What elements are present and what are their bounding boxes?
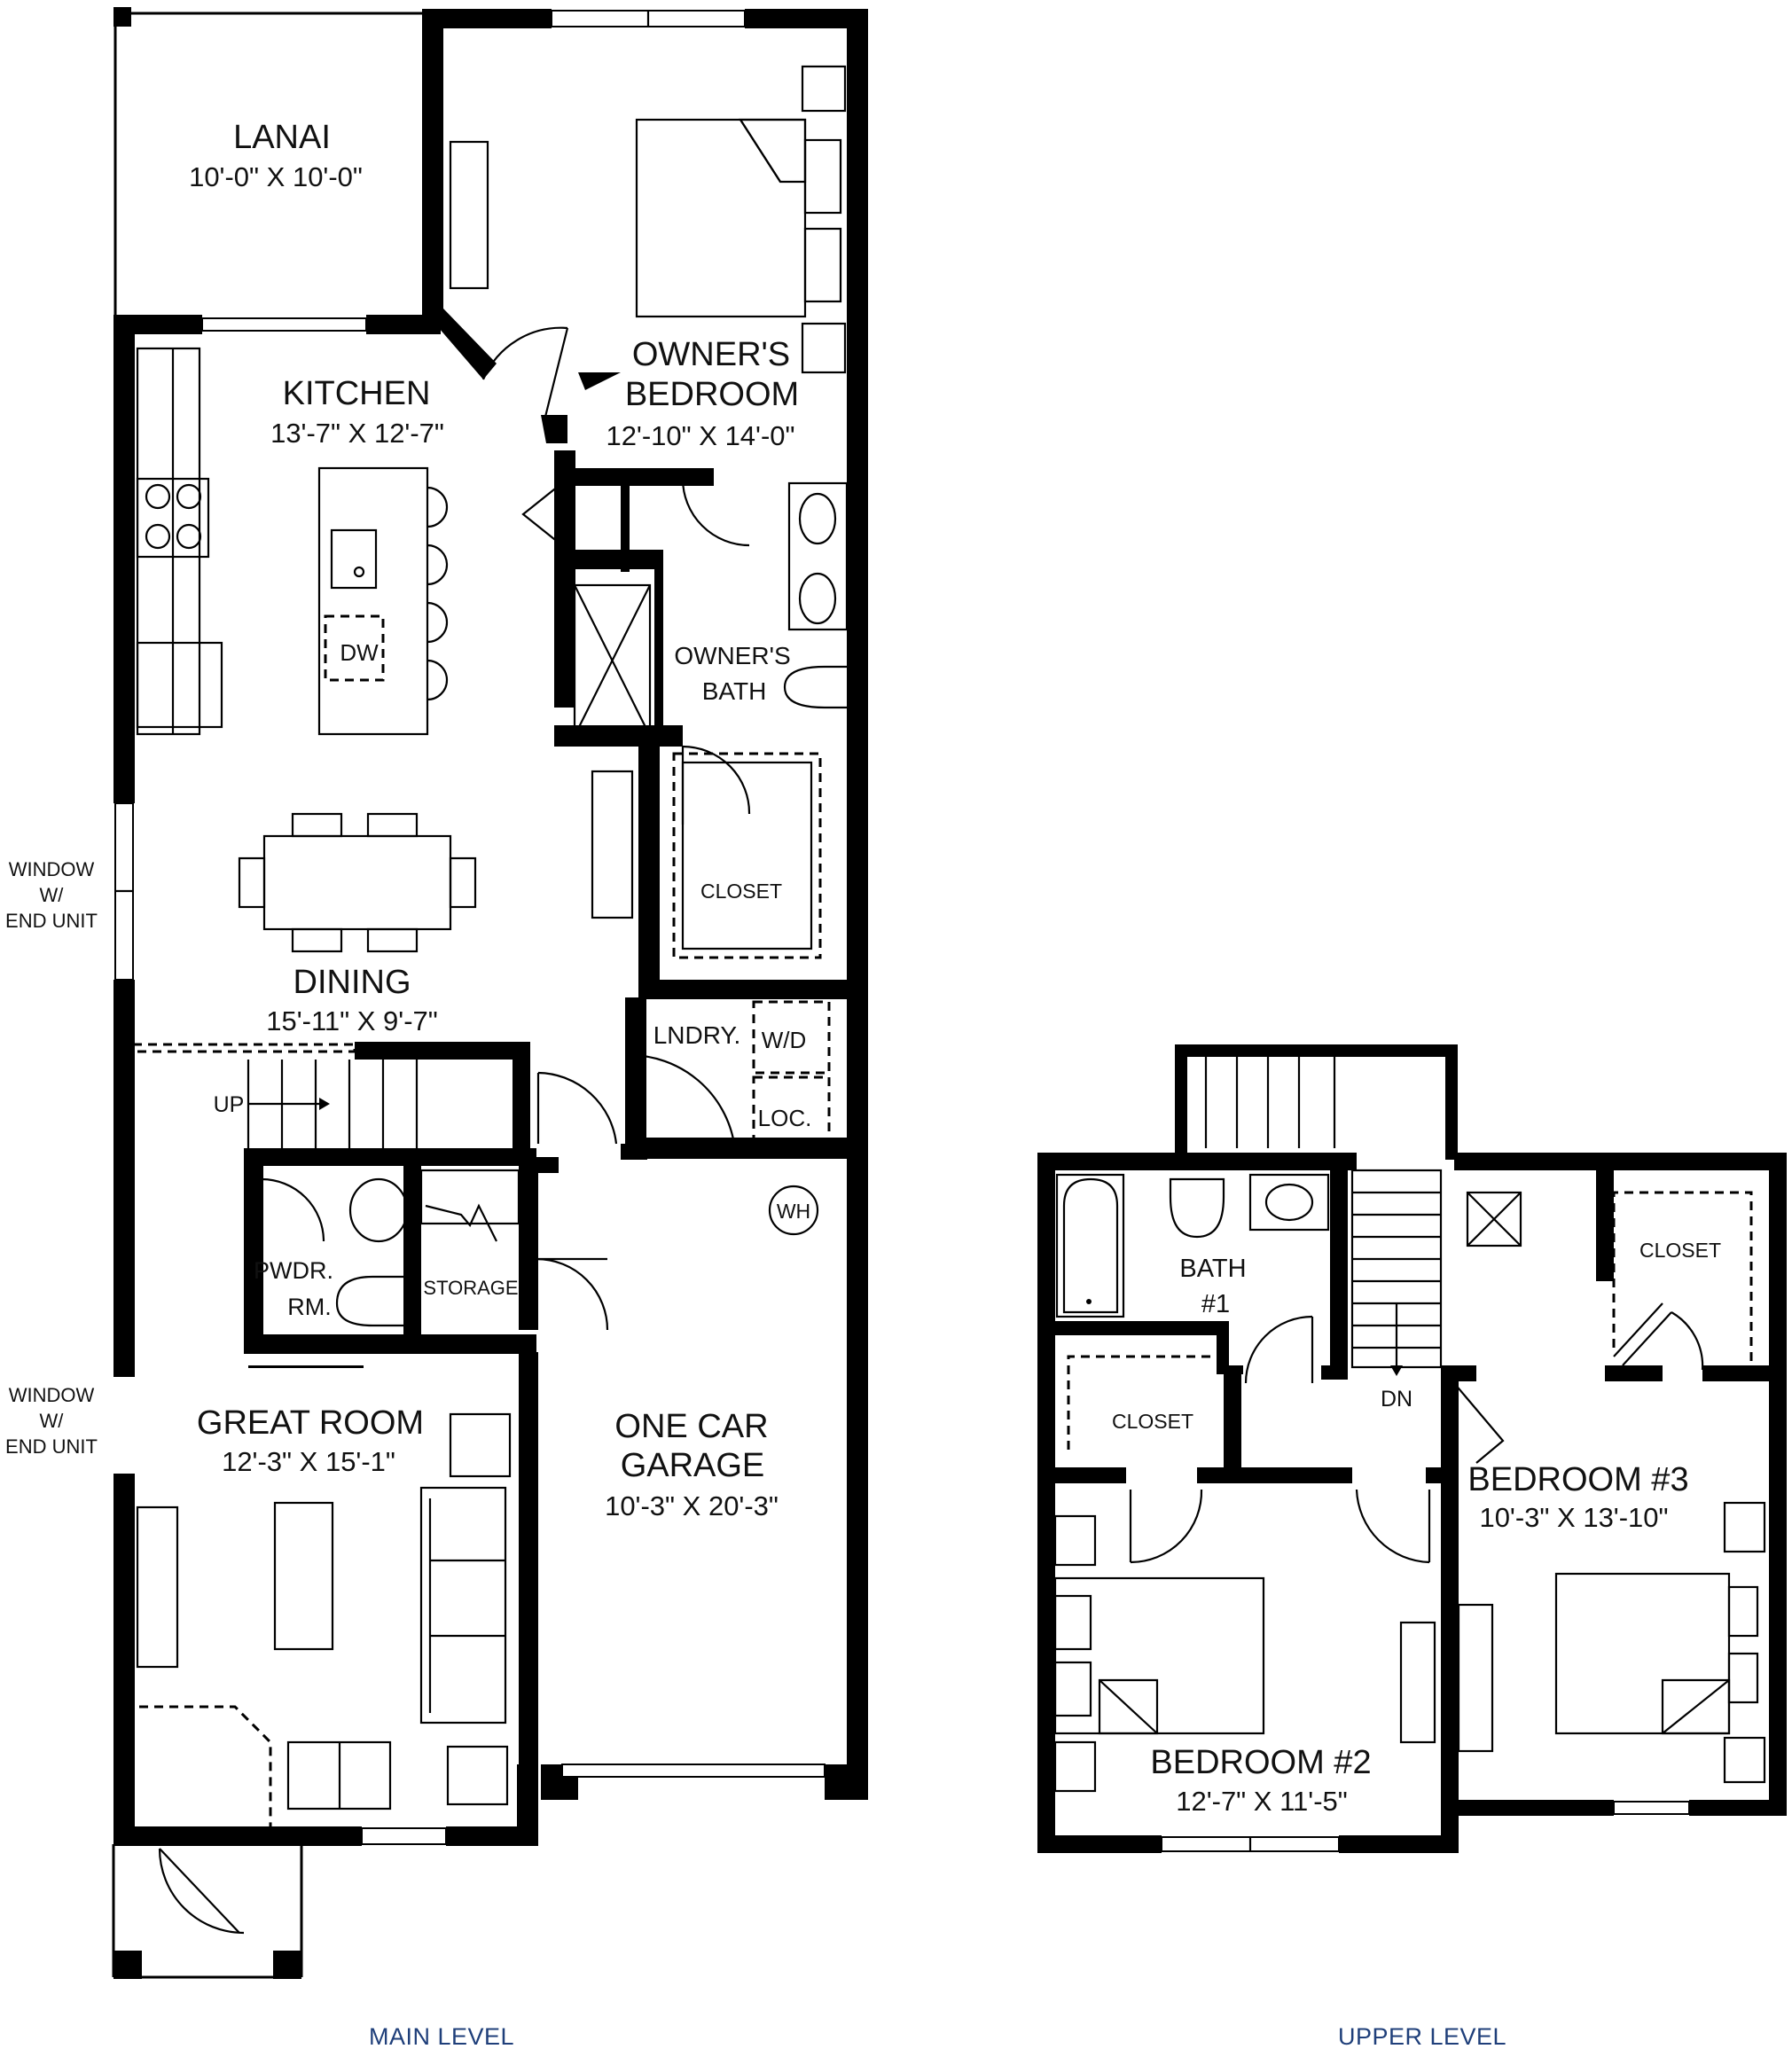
owners-bath-name-1: OWNER'S bbox=[674, 642, 790, 669]
owners-bedroom-dims: 12'-10" X 14'-0" bbox=[606, 420, 794, 451]
window-note-2-line-1: WINDOW bbox=[9, 1384, 95, 1406]
upper-stairs bbox=[1204, 1057, 1443, 1376]
storage-name: STORAGE bbox=[423, 1277, 518, 1299]
upper-fixtures bbox=[1055, 1173, 1753, 1450]
great-room-furniture bbox=[124, 1412, 512, 1826]
garage-dims: 10'-3" X 20'-3" bbox=[605, 1490, 779, 1521]
laundry-fixtures bbox=[752, 1000, 831, 1150]
owners-bedroom-name-1: OWNER'S bbox=[632, 336, 790, 373]
dining-name: DINING bbox=[293, 964, 411, 1001]
upper-exterior-walls bbox=[1037, 1044, 1787, 1853]
bedroom-2-dims: 12'-7" X 11'-5" bbox=[1176, 1786, 1348, 1817]
owners-bedroom-furniture bbox=[449, 65, 847, 374]
powder-room-name-2: RM. bbox=[287, 1294, 332, 1320]
closet-left-name: CLOSET bbox=[1112, 1410, 1193, 1433]
lanai-structure bbox=[113, 7, 422, 319]
main-exterior-walls bbox=[113, 9, 868, 1846]
garage-name-2: GARAGE bbox=[621, 1447, 765, 1484]
kitchen-name: KITCHEN bbox=[283, 375, 431, 412]
window-note-1-line-1: WINDOW bbox=[9, 858, 95, 880]
great-room-name: GREAT ROOM bbox=[197, 1404, 424, 1442]
garage-name-1: ONE CAR bbox=[614, 1408, 768, 1445]
lanai-dims: 10'-0" X 10'-0" bbox=[189, 161, 363, 192]
powder-fixtures bbox=[335, 1177, 409, 1327]
powder-room-name-1: PWDR. bbox=[254, 1257, 333, 1284]
dining-table bbox=[238, 770, 634, 953]
window-note-1-line-3: END UNIT bbox=[5, 910, 98, 932]
upper-level-caption: UPPER LEVEL bbox=[1338, 2023, 1506, 2049]
stair-up-label: UP bbox=[214, 1092, 245, 1117]
kitchen-dims: 13'-7" X 12'-7" bbox=[270, 418, 444, 449]
main-level-caption: MAIN LEVEL bbox=[369, 2023, 514, 2049]
washer-dryer-label: W/D bbox=[762, 1027, 807, 1053]
lanai-name: LANAI bbox=[233, 119, 331, 156]
bedroom-3-name: BEDROOM #3 bbox=[1467, 1461, 1688, 1498]
upper-interior-walls bbox=[1037, 1153, 1787, 1835]
water-heater-icon bbox=[768, 1185, 819, 1236]
upper-doors bbox=[1129, 1302, 1704, 1564]
closet-right-name: CLOSET bbox=[1639, 1239, 1721, 1262]
upper-bedroom-furniture bbox=[1053, 1501, 1766, 1793]
window-note-2-line-2: W/ bbox=[40, 1410, 65, 1432]
owners-bedroom-name-2: BEDROOM bbox=[625, 376, 799, 413]
closet-name: CLOSET bbox=[700, 880, 782, 903]
owners-bath-name-2: BATH bbox=[702, 677, 767, 705]
window-note-2-line-3: END UNIT bbox=[5, 1435, 98, 1458]
water-heater-label: WH bbox=[777, 1200, 810, 1223]
laundry-name: LNDRY. bbox=[653, 1021, 741, 1049]
main-doors bbox=[158, 326, 751, 1935]
bath-1-name-1: BATH bbox=[1179, 1255, 1246, 1283]
dining-dims: 15'-11" X 9'-7" bbox=[266, 1005, 438, 1036]
great-room-dims: 12'-3" X 15'-1" bbox=[222, 1446, 395, 1477]
owners-bath-fixtures bbox=[573, 481, 849, 959]
main-stairs bbox=[131, 1043, 520, 1242]
entry-porch bbox=[112, 1844, 303, 1979]
upper-windows bbox=[1161, 1801, 1690, 1852]
upper-level-plan bbox=[1037, 1044, 1787, 1853]
window-note-1-line-2: W/ bbox=[40, 884, 65, 906]
kitchen-fixtures bbox=[136, 347, 449, 736]
main-interior-walls bbox=[244, 372, 868, 1764]
bedroom-3-dims: 10'-3" X 13'-10" bbox=[1479, 1502, 1668, 1533]
bath-1-name-2: #1 bbox=[1201, 1290, 1230, 1318]
main-level-plan bbox=[112, 7, 868, 1979]
dishwasher-label: DW bbox=[340, 639, 379, 666]
bedroom-2-name: BEDROOM #2 bbox=[1150, 1744, 1371, 1781]
loc-label: LOC. bbox=[758, 1105, 812, 1131]
main-windows bbox=[114, 10, 826, 1845]
stair-down-label: DN bbox=[1381, 1387, 1412, 1412]
